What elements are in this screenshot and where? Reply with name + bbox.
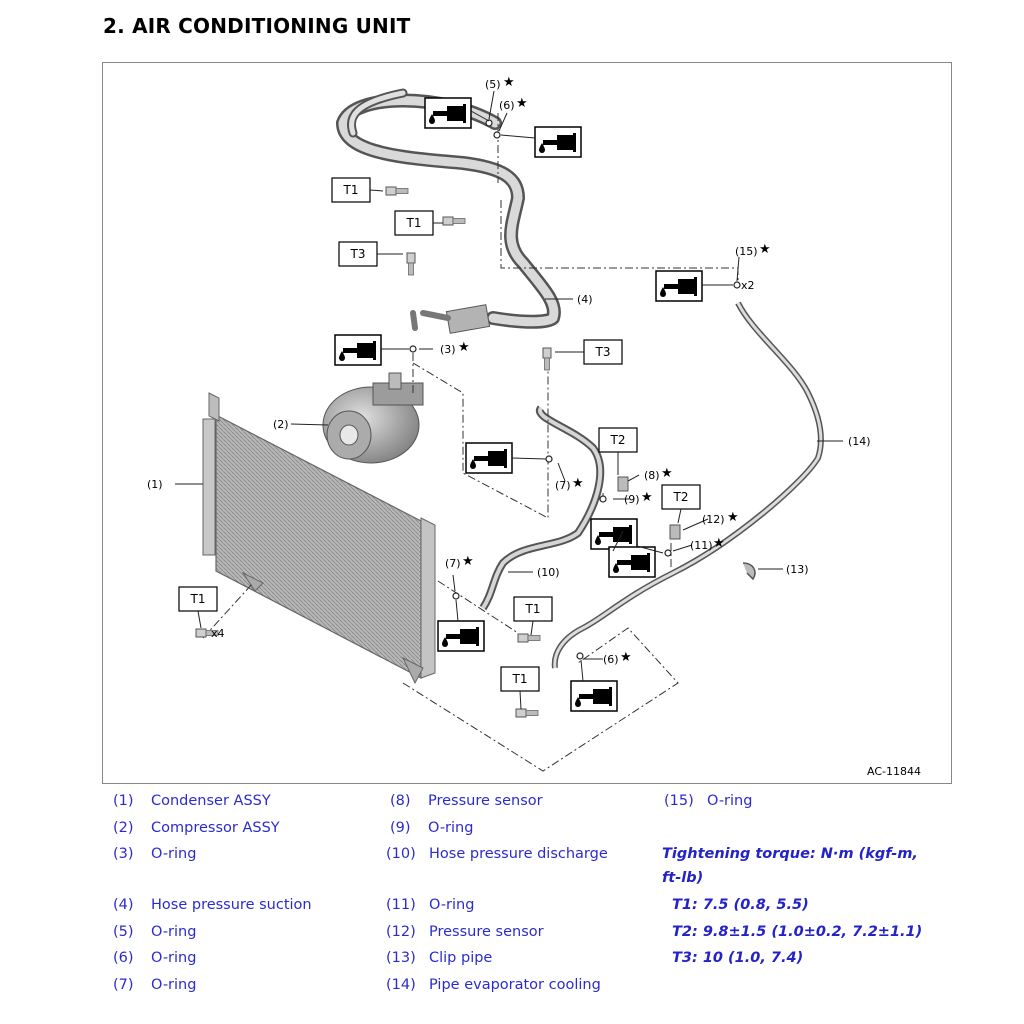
multiplier-x4: x4 xyxy=(211,627,225,640)
callout-6: (6) xyxy=(499,99,515,112)
torque-heading: Tightening torque: N·m (kgf-m, xyxy=(662,846,918,862)
oil-icon xyxy=(424,97,472,129)
callout-9: (9) xyxy=(624,493,640,506)
callout-8: (8) xyxy=(644,469,660,482)
torque-box-t1: T1 xyxy=(190,592,206,606)
star-icon: ★ xyxy=(727,510,739,525)
condenser-assy xyxy=(202,392,436,685)
callout-1: (1) xyxy=(147,478,163,491)
star-icon: ★ xyxy=(661,466,673,481)
star-icon: ★ xyxy=(458,340,470,355)
parts-legend: (1)Condenser ASSY (2)Compressor ASSY (3)… xyxy=(0,790,1024,1020)
page-title: 2. AIR CONDITIONING UNIT xyxy=(103,14,411,38)
diagram-canvas: T1 T1 T3 T3 T2 T2 T1 T1 T1 x2 x4 (1) (2)… xyxy=(147,75,871,772)
star-icon: ★ xyxy=(462,554,474,569)
callout-10: (10) xyxy=(537,566,560,579)
callout-14: (14) xyxy=(848,435,871,448)
legend-item: (3)O-ring xyxy=(113,846,197,862)
figure-id: AC-11844 xyxy=(867,765,921,778)
torque-box-t2: T2 xyxy=(610,433,626,447)
star-icon: ★ xyxy=(713,536,725,551)
legend-item: (2)Compressor ASSY xyxy=(113,820,280,836)
torque-box-t1: T1 xyxy=(525,602,541,616)
compressor-assy xyxy=(322,372,424,464)
torque-t2: T2: 9.8±1.5 (1.0±0.2, 7.2±1.1) xyxy=(672,924,923,940)
callout-12: (12) xyxy=(702,513,725,526)
callout-4: (4) xyxy=(577,293,593,306)
callout-2: (2) xyxy=(273,418,289,431)
legend-item: (6)O-ring xyxy=(113,950,197,966)
torque-box-t1: T1 xyxy=(406,216,422,230)
legend-item: (7)O-ring xyxy=(113,977,197,993)
torque-heading-cont: ft-lb) xyxy=(662,870,704,886)
torque-box-t1: T1 xyxy=(512,672,528,686)
torque-t3: T3: 10 (1.0, 7.4) xyxy=(672,950,804,966)
legend-item: (8)Pressure sensor xyxy=(390,793,543,809)
torque-box-t1: T1 xyxy=(343,183,359,197)
star-icon: ★ xyxy=(641,490,653,505)
legend-item: (14)Pipe evaporator cooling xyxy=(386,977,601,993)
torque-t1: T1: 7.5 (0.8, 5.5) xyxy=(672,897,809,913)
legend-item: (4)Hose pressure suction xyxy=(113,897,312,913)
legend-item: (1)Condenser ASSY xyxy=(113,793,271,809)
legend-item: (10)Hose pressure discharge xyxy=(386,846,608,862)
legend-item: (13)Clip pipe xyxy=(386,950,493,966)
callout-7: (7) xyxy=(555,479,571,492)
legend-item: (9)O-ring xyxy=(390,820,474,836)
legend-item: (11)O-ring xyxy=(386,897,475,913)
pipe-evaporator-cooling xyxy=(551,301,824,669)
multiplier-x2: x2 xyxy=(741,279,755,292)
torque-box-t2: T2 xyxy=(673,490,689,504)
callout-7: (7) xyxy=(445,557,461,570)
torque-box-t3: T3 xyxy=(350,247,366,261)
callout-11: (11) xyxy=(690,539,713,552)
star-icon: ★ xyxy=(516,96,528,111)
star-icon: ★ xyxy=(572,476,584,491)
star-icon: ★ xyxy=(503,75,515,90)
callout-13: (13) xyxy=(786,563,809,576)
torque-box-t3: T3 xyxy=(595,345,611,359)
callout-5: (5) xyxy=(485,78,501,91)
parts-diagram: T1 T1 T3 T3 T2 T2 T1 T1 T1 x2 x4 (1) (2)… xyxy=(102,62,952,784)
callout-6: (6) xyxy=(603,653,619,666)
legend-item: (5)O-ring xyxy=(113,924,197,940)
legend-item: (15)O-ring xyxy=(664,793,753,809)
legend-item: (12)Pressure sensor xyxy=(386,924,544,940)
callout-3: (3) xyxy=(440,343,456,356)
star-icon: ★ xyxy=(620,650,632,665)
hose-pressure-discharge xyxy=(479,405,605,611)
star-icon: ★ xyxy=(759,242,771,257)
callout-15: (15) xyxy=(735,245,758,258)
hose-pressure-suction xyxy=(335,88,561,334)
